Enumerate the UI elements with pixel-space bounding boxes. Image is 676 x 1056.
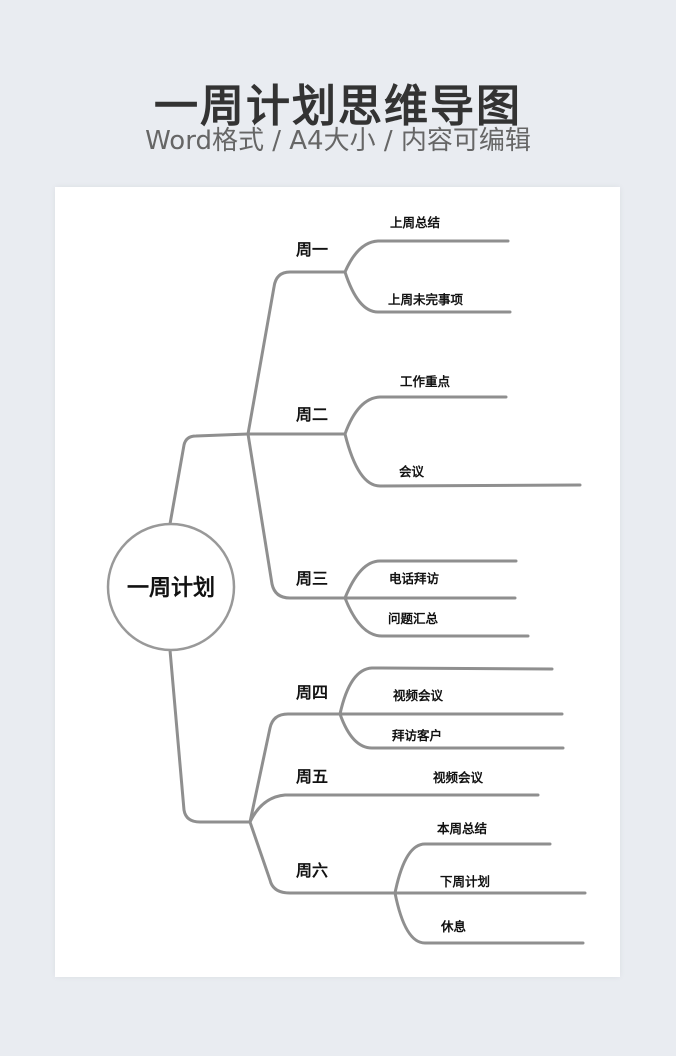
task-item[interactable]: 会议 xyxy=(399,464,425,479)
task-item[interactable]: 电话拜访 xyxy=(389,571,440,586)
day-node-tue[interactable]: 周二 xyxy=(296,405,328,424)
day-node-mon[interactable]: 周一 xyxy=(296,240,328,259)
task-item[interactable]: 视频会议 xyxy=(433,770,484,785)
task-item[interactable]: 视频会议 xyxy=(393,688,444,703)
center-node[interactable] xyxy=(106,522,236,652)
task-item[interactable]: 休息 xyxy=(440,919,467,934)
task-item[interactable]: 工作重点 xyxy=(400,374,451,389)
day-node-sat[interactable]: 周六 xyxy=(296,861,328,880)
task-item[interactable]: 下周计划 xyxy=(440,874,490,889)
page-subtitle: Word格式 / A4大小 / 内容可编辑 xyxy=(145,126,531,156)
day-node-wed[interactable]: 周三 xyxy=(296,569,328,588)
connector-lines xyxy=(168,239,587,945)
task-item[interactable]: 拜访客户 xyxy=(392,728,442,743)
task-item[interactable]: 本周总结 xyxy=(437,821,488,836)
day-node-thu[interactable]: 周四 xyxy=(296,683,328,702)
day-node-fri[interactable]: 周五 xyxy=(296,767,328,786)
task-item[interactable]: 上周未完事项 xyxy=(388,292,464,307)
task-item[interactable]: 上周总结 xyxy=(390,215,441,230)
task-item[interactable]: 问题汇总 xyxy=(388,611,439,626)
center-label: 一周计划 xyxy=(127,576,215,601)
page-title: 一周计划思维导图 xyxy=(154,81,522,132)
